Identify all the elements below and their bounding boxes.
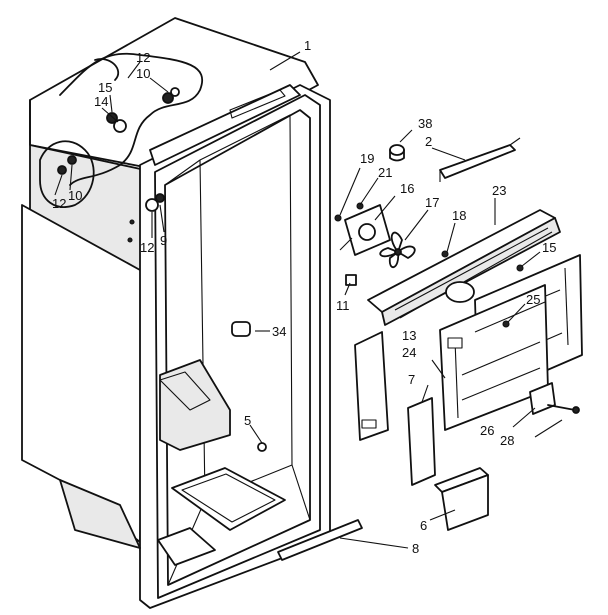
callout-21: 21 xyxy=(378,165,392,180)
part-38-cap xyxy=(389,144,405,156)
callout-28: 28 xyxy=(500,433,514,448)
callout-6: 6 xyxy=(420,518,427,533)
callout-9: 9 xyxy=(160,233,167,248)
callout-12-b: 12 xyxy=(52,196,66,211)
callout-14: 14 xyxy=(94,94,108,109)
part-13-duct xyxy=(354,331,389,441)
callout-12-c: 12 xyxy=(140,240,154,255)
callout-10: 10 xyxy=(136,66,150,81)
callout-7: 7 xyxy=(408,372,415,387)
part-11-clip xyxy=(345,274,357,286)
callout-25: 25 xyxy=(526,292,540,307)
leader-lines xyxy=(54,51,563,549)
callout-5: 5 xyxy=(244,413,251,428)
callout-17: 17 xyxy=(425,195,439,210)
part-26-bracket xyxy=(529,382,556,415)
callout-11: 11 xyxy=(336,298,350,313)
callout-12: 12 xyxy=(136,50,150,65)
part-8-strip xyxy=(277,519,363,561)
callout-2: 2 xyxy=(425,134,432,149)
callout-10-b: 10 xyxy=(68,188,82,203)
callout-38: 38 xyxy=(418,116,432,131)
callout-15-b: 15 xyxy=(542,240,556,255)
cabinet xyxy=(21,17,331,609)
part-7-panel xyxy=(407,397,436,486)
callout-23: 23 xyxy=(492,183,506,198)
callout-18: 18 xyxy=(452,208,466,223)
callouts: 1 12 10 15 14 10 12 12 9 38 2 19 21 16 2… xyxy=(52,38,556,556)
callout-24: 24 xyxy=(402,345,416,360)
part-23-evaporator xyxy=(367,209,561,326)
callout-8: 8 xyxy=(412,541,419,556)
callout-26: 26 xyxy=(480,423,494,438)
callout-19: 19 xyxy=(360,151,374,166)
part-17-fan-blade xyxy=(379,231,416,268)
part-2-bracket xyxy=(439,144,516,179)
part-6-bracket xyxy=(434,467,489,531)
part-24-cover xyxy=(439,284,549,431)
part-28-screw xyxy=(547,404,576,411)
callout-15: 15 xyxy=(98,80,112,95)
callout-34: 34 xyxy=(272,324,286,339)
callout-16: 16 xyxy=(400,181,414,196)
callout-13: 13 xyxy=(402,328,416,343)
callout-1: 1 xyxy=(304,38,311,53)
part-16-fan-motor xyxy=(339,204,391,256)
